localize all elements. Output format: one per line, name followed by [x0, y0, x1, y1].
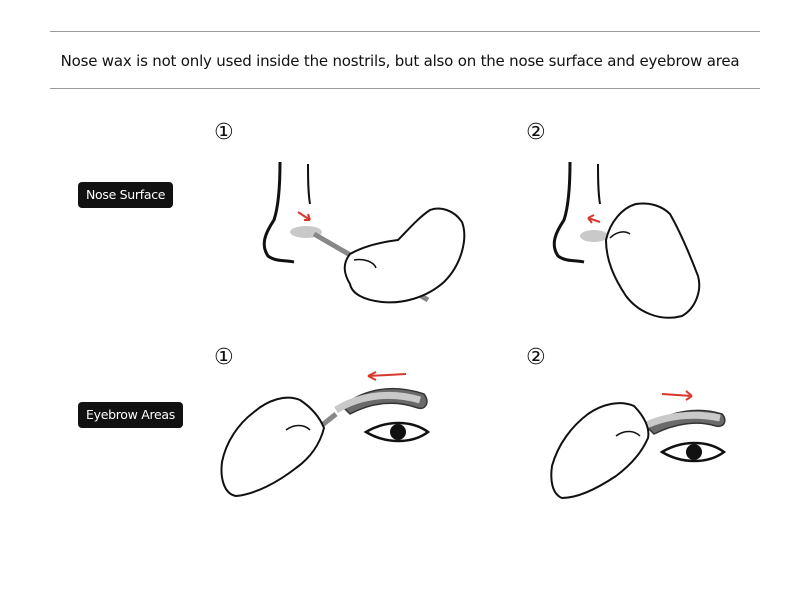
hand-finger [616, 432, 640, 437]
wax-patch [580, 230, 608, 242]
hand-outline [551, 403, 648, 498]
nose-outline [264, 162, 294, 262]
hand-finger [354, 259, 376, 268]
nose-surface-label: Nose Surface [78, 182, 174, 208]
iris [686, 444, 702, 460]
eyebrow-step1-illustration [216, 372, 446, 512]
eyebrow-areas-label: Eyebrow Areas [78, 402, 184, 428]
red-arrow [662, 391, 692, 400]
page-title: Nose wax is not only used inside the nos… [60, 52, 740, 70]
bottom-divider [50, 88, 760, 89]
top-divider [50, 31, 760, 32]
red-arrow [368, 372, 406, 380]
nose-step-1-number: ① [214, 120, 234, 145]
hand-outline [606, 203, 699, 317]
hand-finger [610, 232, 630, 238]
eyebrow-step-2-number: ② [526, 345, 546, 370]
wax-layer [336, 395, 420, 410]
eyebrow-step2-illustration [550, 386, 780, 516]
hand-outline [222, 398, 324, 496]
nose-step-2-number: ② [526, 120, 546, 145]
nose-bridge-line [308, 164, 310, 204]
nose-surface-step1-illustration [258, 158, 473, 308]
iris [390, 424, 406, 440]
red-arrow [298, 212, 310, 220]
hand-outline [345, 209, 465, 303]
nose-bridge-line [598, 164, 600, 204]
red-arrow [588, 215, 600, 223]
eyebrow-step-1-number: ① [214, 345, 234, 370]
hand-finger [286, 426, 310, 431]
nose-surface-step2-illustration [550, 158, 710, 323]
nose-outline [554, 162, 584, 262]
